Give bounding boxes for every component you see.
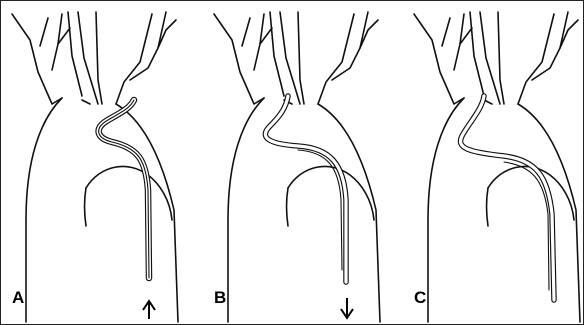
panel-b-label: B bbox=[214, 289, 226, 306]
panel-c-label: C bbox=[414, 289, 426, 306]
panel-a-label: A bbox=[12, 289, 24, 306]
